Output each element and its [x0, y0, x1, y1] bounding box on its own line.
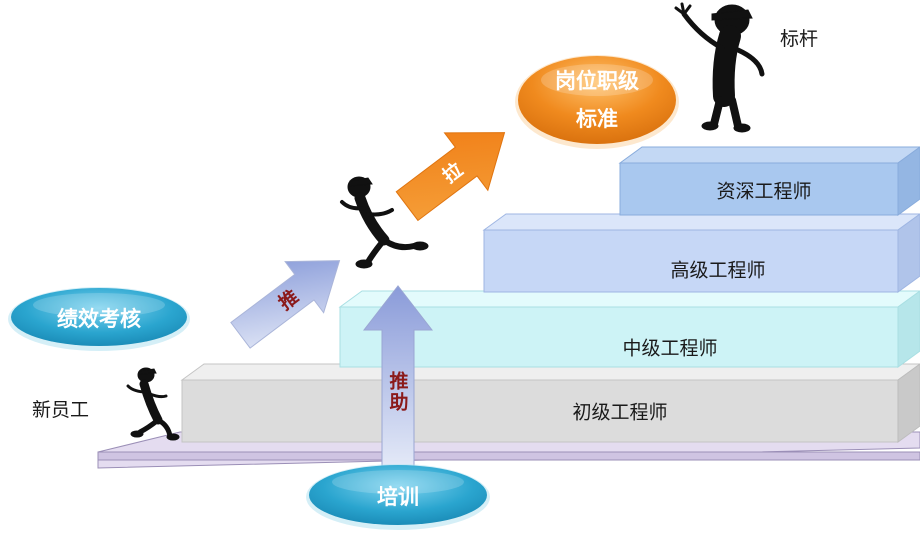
training-pill	[306, 464, 490, 530]
standard-label-line1: 岗位职级	[555, 69, 639, 93]
step-label-intermediate: 中级工程师	[622, 337, 718, 360]
step-junior	[180, 363, 920, 443]
push-arrow	[230, 260, 341, 349]
assist-label: 推助	[386, 371, 409, 413]
step-senior	[482, 213, 920, 293]
step-intermediate	[338, 290, 920, 368]
step-expert	[618, 146, 920, 216]
standard-ellipse	[515, 55, 679, 149]
benchmark-label: 标杆	[780, 28, 819, 50]
step-label-expert: 资深工程师	[716, 180, 812, 203]
performance-label: 绩效考核	[57, 307, 141, 331]
benchmark-figure-icon	[674, 2, 765, 133]
performance-pill	[8, 287, 190, 351]
training-label: 培训	[377, 485, 419, 509]
new-employee-figure-icon	[126, 367, 180, 441]
pull-arrow	[395, 132, 506, 222]
assist-arrow	[362, 285, 434, 477]
new-employee-label: 新员工	[32, 399, 90, 421]
step-label-senior: 高级工程师	[670, 259, 766, 282]
climbing-figure-icon	[340, 176, 429, 269]
standard-label-line2: 标准	[576, 107, 618, 131]
step-label-junior: 初级工程师	[572, 401, 668, 424]
